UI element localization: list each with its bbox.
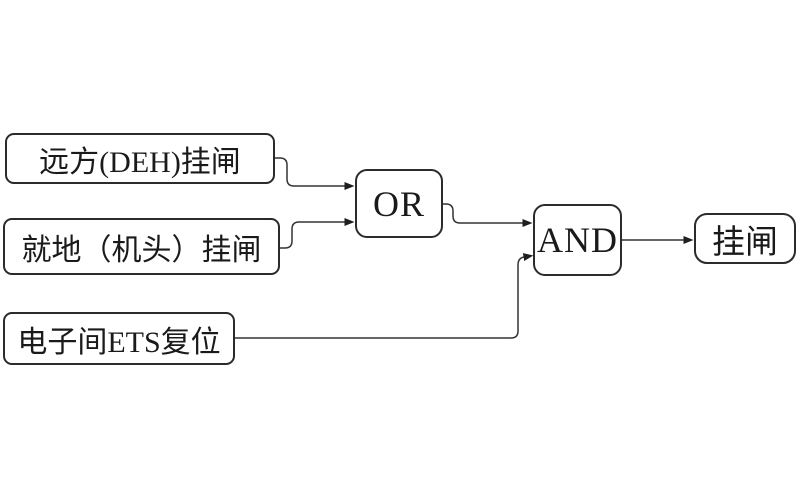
node-input-ets-reset-label: 电子间ETS复位 <box>17 325 221 359</box>
node-input-ets-reset[interactable]: 电子间ETS复位 <box>3 312 235 365</box>
connector-remote-to-or <box>274 157 355 190</box>
connector-or-to-and <box>443 203 533 227</box>
node-and-gate[interactable]: AND <box>533 204 622 276</box>
connector-ets-to-and <box>235 253 534 339</box>
connector-local-to-or <box>280 218 355 249</box>
node-input-remote-deh-label: 远方(DEH)挂闸 <box>39 145 241 179</box>
node-input-remote-deh[interactable]: 远方(DEH)挂闸 <box>5 133 275 184</box>
node-or-gate[interactable]: OR <box>355 169 443 238</box>
node-output-latch-label: 挂闸 <box>712 224 778 261</box>
node-or-gate-label: OR <box>372 183 425 224</box>
node-output-latch[interactable]: 挂闸 <box>694 213 796 264</box>
node-input-local-head-label: 就地（机头）挂闸 <box>21 233 262 267</box>
node-input-local-head[interactable]: 就地（机头）挂闸 <box>3 218 280 275</box>
node-and-gate-label: AND <box>537 220 618 260</box>
